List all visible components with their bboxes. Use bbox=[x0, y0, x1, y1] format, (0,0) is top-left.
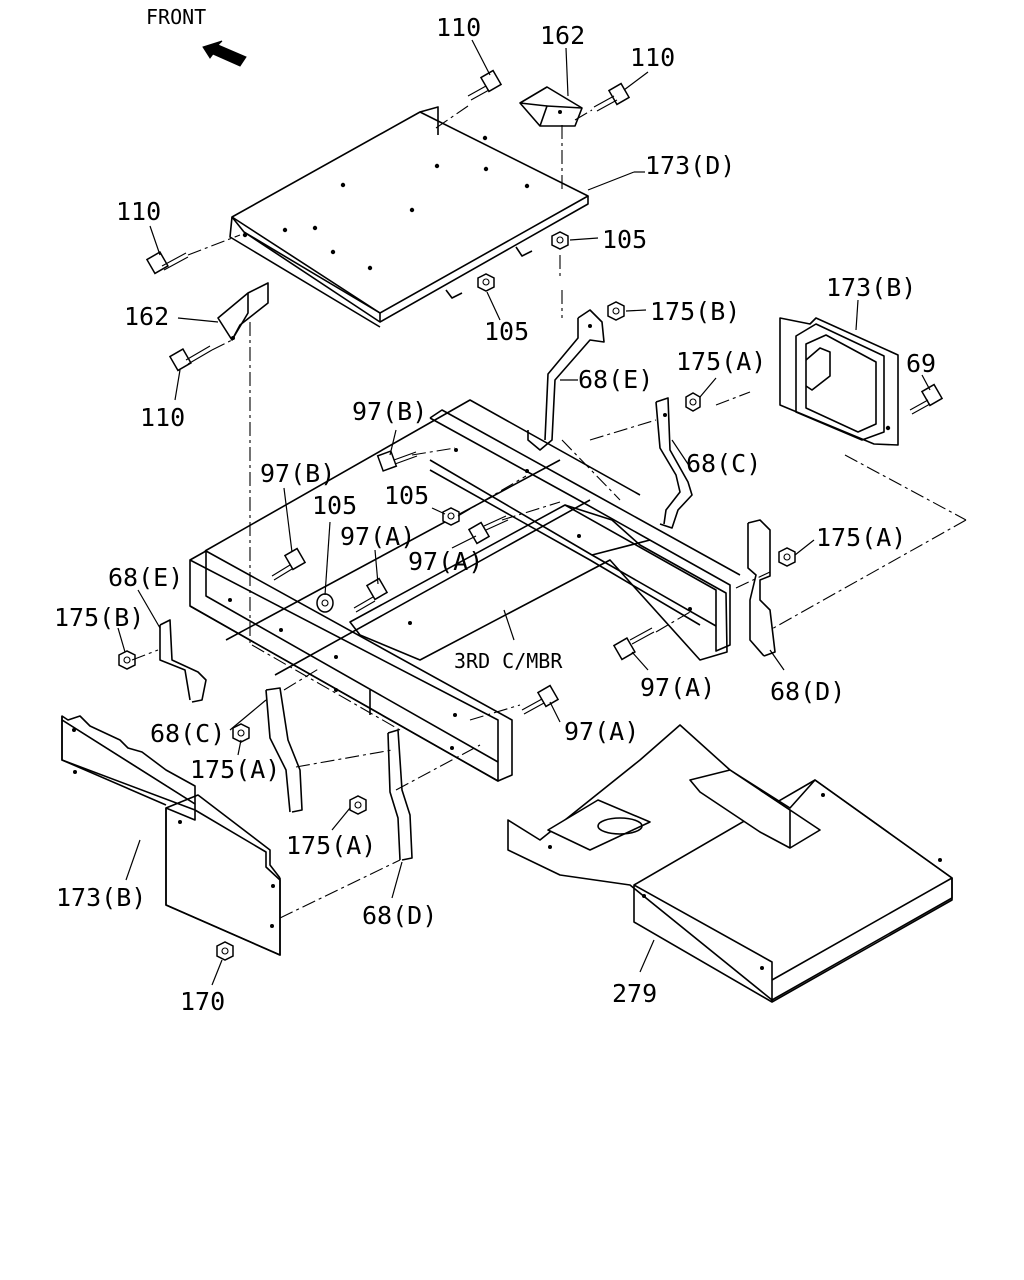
callout-97b-upper: 97(B) bbox=[352, 397, 427, 426]
bolt-97b-left bbox=[271, 547, 307, 581]
callout-162-left: 162 bbox=[124, 302, 169, 331]
callout-175a-right: 175(A) bbox=[816, 523, 906, 552]
callout-175a-lower: 175(A) bbox=[286, 831, 376, 860]
bracket-68e-right bbox=[527, 309, 605, 451]
callout-105-center: 105 bbox=[384, 481, 429, 510]
callout-175b-left: 175(B) bbox=[54, 603, 144, 632]
bracket-68d-left bbox=[387, 729, 413, 861]
nut-175a-left bbox=[232, 723, 250, 743]
callout-173b-left: 173(B) bbox=[56, 883, 146, 912]
bracket-162-upper bbox=[519, 86, 583, 127]
callout-68e-left: 68(E) bbox=[108, 563, 183, 592]
callout-68d-left: 68(D) bbox=[362, 901, 437, 930]
bracket-68c-left bbox=[265, 687, 303, 813]
bracket-68e-left bbox=[159, 619, 207, 703]
callout-173b-right: 173(B) bbox=[826, 273, 916, 302]
callout-173d: 173(D) bbox=[645, 151, 735, 180]
callout-97a-right: 97(A) bbox=[640, 673, 715, 702]
callout-170: 170 bbox=[180, 987, 225, 1016]
bolt-110-left bbox=[145, 251, 189, 275]
lower-tray-279 bbox=[507, 724, 953, 1003]
front-indicator: FRONT bbox=[146, 5, 247, 67]
nut-175a-right bbox=[778, 547, 796, 567]
cover-173b-left bbox=[61, 715, 281, 956]
nut-175a-lower bbox=[349, 795, 367, 815]
nut-105-left bbox=[316, 593, 334, 613]
bolt-97a-right bbox=[612, 627, 655, 661]
bolt-97a-left bbox=[353, 577, 389, 613]
nut-170 bbox=[216, 941, 234, 961]
bracket-68d-right bbox=[747, 519, 776, 657]
callout-175b-upper: 175(B) bbox=[650, 297, 740, 326]
front-direction-arrow-icon bbox=[202, 40, 247, 67]
callout-97a-center: 97(A) bbox=[408, 547, 483, 576]
callout-68d-right: 68(D) bbox=[770, 677, 845, 706]
bolt-110-right bbox=[593, 82, 631, 112]
nut-175a-upper bbox=[685, 392, 701, 412]
bolt-110-lower-left bbox=[168, 345, 213, 372]
cover-173b-right bbox=[779, 317, 899, 446]
bolt-97b-upper bbox=[376, 450, 418, 472]
assembly-lines bbox=[131, 105, 967, 919]
callout-110-right: 110 bbox=[630, 43, 675, 72]
third-cross-member bbox=[189, 399, 741, 782]
leader-lines bbox=[117, 39, 931, 986]
callout-110-lower-left: 110 bbox=[140, 403, 185, 432]
callout-labels: 110 162 110 173(D) 110 105 105 162 110 1… bbox=[54, 13, 936, 1016]
callout-110-top: 110 bbox=[436, 13, 481, 42]
callout-68c-right: 68(C) bbox=[686, 449, 761, 478]
nut-105-center bbox=[442, 507, 460, 526]
callout-105-left: 105 bbox=[312, 491, 357, 520]
nut-105-middle bbox=[477, 273, 495, 292]
callout-105-middle: 105 bbox=[484, 317, 529, 346]
callout-68e-right: 68(E) bbox=[578, 365, 653, 394]
callout-175a-upper: 175(A) bbox=[676, 347, 766, 376]
bolt-97a-center bbox=[467, 515, 509, 545]
bracket-68c-right bbox=[655, 397, 693, 529]
callout-97a-lower: 97(A) bbox=[564, 717, 639, 746]
assembly-label-3rd-cmbr: 3RD C/MBR bbox=[454, 649, 563, 673]
callout-69: 69 bbox=[906, 349, 936, 378]
nut-105-right bbox=[551, 231, 569, 250]
bracket-162-lower bbox=[217, 282, 269, 341]
callout-97a-left: 97(A) bbox=[340, 522, 415, 551]
callout-162-top: 162 bbox=[540, 21, 585, 50]
nut-175b-upper bbox=[607, 301, 625, 321]
callout-110-left: 110 bbox=[116, 197, 161, 226]
callout-279: 279 bbox=[612, 979, 657, 1008]
callout-105-right: 105 bbox=[602, 225, 647, 254]
front-label: FRONT bbox=[146, 5, 206, 29]
bolt-69 bbox=[909, 383, 944, 415]
callout-175a-left: 175(A) bbox=[190, 755, 280, 784]
callout-68c-left: 68(C) bbox=[150, 719, 225, 748]
nut-175b-left bbox=[118, 650, 136, 670]
bolt-97a-lower bbox=[521, 684, 560, 715]
top-cover-plate-173d bbox=[229, 106, 589, 328]
bolt-110-top bbox=[467, 69, 503, 101]
callout-97b-left: 97(B) bbox=[260, 459, 335, 488]
plate-holes bbox=[242, 135, 530, 271]
